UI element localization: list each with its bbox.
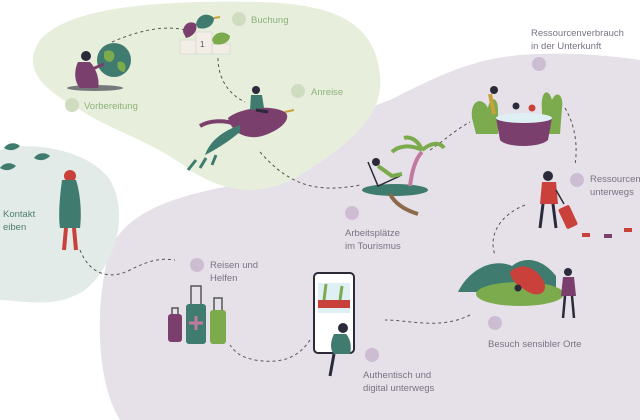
station-dot-anreise <box>291 84 305 98</box>
station-dot-besuch <box>488 316 502 330</box>
station-dot-arbeitsplaetze <box>345 206 359 220</box>
label-reisen-1: Reisen und <box>210 260 258 271</box>
journey-path <box>229 339 311 362</box>
island-deckchair-icon <box>362 135 446 216</box>
woman-with-birds-icon <box>0 143 81 251</box>
journey-path <box>217 57 246 103</box>
label-vorbereitung: Vorbereitung <box>84 101 138 112</box>
label-besuch: Besuch sensibler Orte <box>488 339 581 350</box>
label-ressourcenverbrauch-2: in der Unterkunft <box>531 41 602 52</box>
station-dot-ressourcenverbrauch <box>532 57 546 71</box>
hills-animal-icon <box>458 260 576 319</box>
journey-path <box>384 314 471 324</box>
station-dot-buchung <box>232 12 246 26</box>
label-ressourcen-unterwegs-1: Ressourcen <box>590 174 640 185</box>
label-reisen-2: Helfen <box>210 273 237 284</box>
label-anreise: Anreise <box>311 87 343 98</box>
journey-path <box>259 151 361 189</box>
label-authentisch-2: digital unterwegs <box>363 383 435 394</box>
grey-region-blob <box>99 53 640 420</box>
station-dot-vorbereitung <box>65 98 79 112</box>
label-arbeitsplaetze-1: Arbeitsplätze <box>345 228 400 239</box>
journey-path <box>492 204 526 256</box>
hot-tub-icon <box>471 86 563 146</box>
station-dot-reisen-helfen <box>190 258 204 272</box>
label-kontakt-2: eiben <box>3 222 26 233</box>
label-arbeitsplaetze-2: im Tourismus <box>345 241 401 252</box>
station-dot-ressourcen-unterwegs <box>570 173 584 187</box>
teal-region-blob <box>0 146 120 303</box>
label-kontakt-1: Kontakt <box>3 209 36 220</box>
label-authentisch-1: Authentisch und <box>363 370 431 381</box>
globe-icon <box>67 43 131 91</box>
podium-birds-icon: 1 <box>179 14 231 55</box>
journey-path <box>111 27 186 43</box>
phone-icon <box>313 272 355 377</box>
station-dot-authentisch <box>365 348 379 362</box>
label-buchung: Buchung <box>251 15 289 26</box>
traveler-with-luggage-icon <box>538 171 632 238</box>
label-ressourcen-unterwegs-2: unterwegs <box>590 187 634 198</box>
journey-path <box>429 121 471 151</box>
journey-path <box>79 249 176 276</box>
svg-text:1: 1 <box>200 40 205 49</box>
label-ressourcenverbrauch-1: Ressourcenverbrauch <box>531 28 624 39</box>
suitcases-icon <box>168 285 226 344</box>
flying-bird-icon <box>186 86 295 171</box>
